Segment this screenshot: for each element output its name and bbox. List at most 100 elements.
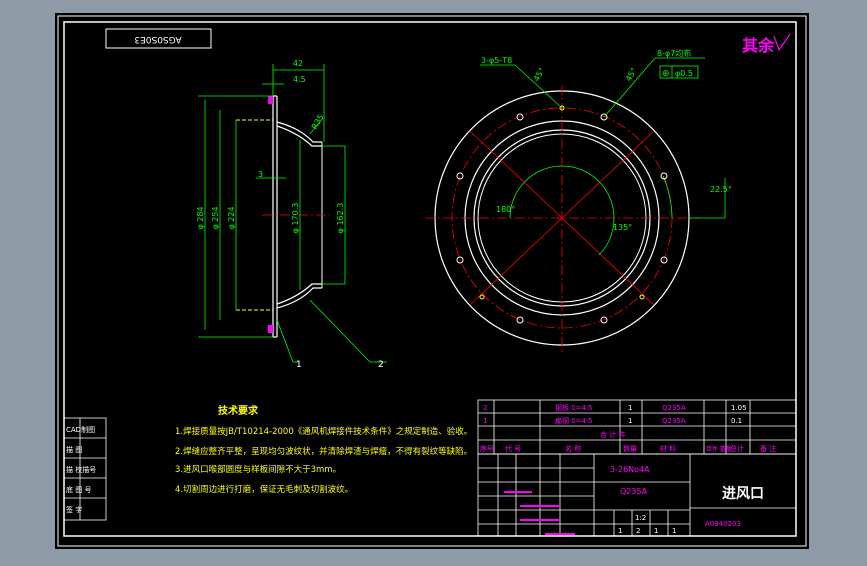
bolt-hole [516, 316, 524, 324]
bolt-holes [456, 113, 668, 324]
bom-header: 材 料 [660, 444, 676, 453]
bolt-hole [600, 113, 608, 121]
side-label: CAD制图 [66, 425, 95, 434]
angle-135: 135° [613, 223, 632, 232]
tolerance-frame [659, 65, 699, 79]
leader-2 [309, 299, 371, 363]
model-label: 3-26No4A [610, 465, 650, 474]
stamp-text: AGS0S0E3 [134, 34, 181, 44]
bellmouth-curve-top [276, 121, 322, 143]
position-tolerance-icon: ⊕ [662, 69, 670, 79]
dim-flange: 4.5 [293, 75, 306, 84]
leader-1 [276, 319, 294, 363]
callout-2: 2 [378, 360, 384, 370]
tapped-hole [559, 105, 565, 111]
tech-line: 3.进风口喉部圆度与样板间隙不大于3mm。 [175, 464, 341, 475]
tech-line: 1.焊接质量按JB/T10214-2000《通风机焊接件技术条件》之规定制造、验… [175, 426, 472, 437]
side-label: 描 图 [66, 445, 82, 454]
inner-border [63, 21, 797, 537]
tapped-hole [639, 294, 645, 300]
bellmouth-curve-bottom [276, 283, 322, 305]
side-label: 签 字 [66, 505, 82, 514]
drawing-background [55, 13, 809, 549]
bom-header: 总计 [730, 444, 744, 453]
dim-dia-224: φ 224 [227, 206, 236, 229]
stamp-box [105, 28, 212, 49]
side-label: 底 图 号 [66, 485, 91, 494]
bolt-hole [516, 113, 524, 121]
roughness-symbol-icon [773, 33, 791, 52]
angle-arc-225 [662, 175, 673, 219]
leader-tapped [514, 64, 563, 109]
angle-arc-135 [598, 217, 615, 256]
side-panel [63, 417, 107, 521]
dim-dia-284: φ 284 [196, 206, 205, 229]
bom-header: 单件 重量 [706, 445, 732, 453]
tech-title: 技术要求 [218, 404, 259, 417]
bom-cell: 1.05 [731, 404, 747, 412]
bolt-hole [660, 172, 668, 180]
bolt-hole [660, 256, 668, 264]
bom-cell: Q235A [662, 404, 686, 412]
hole-note: 3-φ5-T8 [481, 56, 512, 65]
sheet-mark: 1 [672, 527, 676, 535]
bom-header: 名 称 [565, 444, 581, 453]
bom-header: 数量 [623, 444, 637, 453]
angle-225: 22.5° [710, 185, 732, 194]
angle-ray [561, 130, 655, 219]
tolerance-value: φ0.5 [675, 69, 693, 78]
bom-header: 代 号 [505, 444, 521, 453]
bom-cell: 0.1 [731, 417, 742, 425]
title-block [477, 453, 797, 537]
material-label: Q235A [620, 487, 648, 496]
title-grid-marks [504, 491, 575, 535]
angle-ray [469, 130, 563, 219]
bom-cell: 1 [628, 404, 632, 412]
outer-border [57, 15, 807, 547]
dim-width: 42 [293, 59, 303, 68]
angle-ray [469, 217, 563, 306]
bom-cell: 钢板 δ=4.5 [555, 403, 593, 412]
bellmouth-curve-top [276, 125, 322, 147]
tech-line: 4.切割周边进行打磨，保证无毛刺及切割波纹。 [175, 484, 353, 495]
drawing-title: 进风口 [722, 486, 764, 502]
weld-mark [268, 325, 273, 333]
sheet-mark: 1 [654, 527, 658, 535]
bom-cell: 1 [483, 417, 487, 425]
dim-dia-162: φ 162.3 [336, 203, 345, 234]
callout-1: 1 [296, 360, 302, 370]
bom-cell: 1 [628, 417, 632, 425]
tech-requirements: 技术要求 1.焊接质量按JB/T10214-2000《通风机焊接件技术条件》之规… [175, 404, 472, 495]
angle-ray [561, 217, 655, 306]
sheet-mark: 2 [636, 527, 640, 535]
sheet-mark: 1 [618, 527, 622, 535]
bom-cell: 扁钢 δ=4.5 [555, 416, 593, 425]
drawing-number: A0940203 [705, 520, 741, 528]
bom-header: 备 注 [760, 444, 776, 453]
leader-holes [603, 57, 656, 118]
angle-arc-180 [509, 165, 615, 219]
dim-wall: 3 [258, 170, 263, 179]
bom-cell: Q235A [662, 417, 686, 425]
bellmouth-curve-bottom [276, 287, 322, 309]
angle-180: 180° [496, 205, 515, 214]
dim-dia-254: φ 254 [211, 206, 220, 229]
dim-dia-170: φ 170.3 [291, 203, 300, 234]
side-view: 42 4.5 3 R35 φ 284 φ 254 φ 224 φ 170.3 φ… [196, 59, 387, 370]
tapped-hole [479, 294, 485, 300]
bom-header-label: 合 计 件 [600, 430, 625, 439]
bolt-hole [456, 172, 464, 180]
bom-cell: 2 [483, 404, 487, 412]
bolt-hole [600, 316, 608, 324]
roughness-label: 其余 [742, 36, 775, 55]
tech-line: 2.焊缝应整齐平整，呈现均匀波纹状，并清除焊渣与焊瘤，不得有裂纹等缺陷。 [175, 446, 472, 457]
weld-mark [268, 96, 273, 104]
scale-label: 1:2 [635, 514, 646, 522]
bolt-hole [456, 256, 464, 264]
side-label: 描 校描号 [66, 465, 96, 474]
position-note: 8-φ7均布 [657, 48, 691, 58]
bom-header: 序号 [480, 444, 494, 453]
radius-leader [309, 117, 324, 135]
